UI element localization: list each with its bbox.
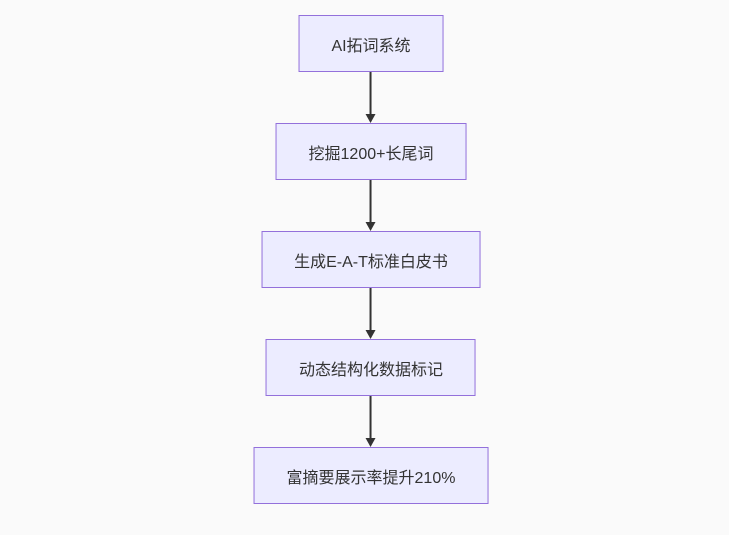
flow-node-label: 富摘要展示率提升210% [286,469,456,487]
flow-node-label: AI拓词系统 [331,37,411,55]
arrow-down-icon [366,396,376,447]
arrow-down-icon [366,180,376,231]
flow-node-rich-snippet-rate: 富摘要展示率提升210% [253,447,489,504]
flow-node-label: 动态结构化数据标记 [298,361,443,379]
flow-node-structured-data-markup: 动态结构化数据标记 [265,339,476,396]
arrow-down-icon [366,288,376,339]
flow-node-ai-word-expansion-system: AI拓词系统 [298,15,444,72]
flow-node-eat-whitepaper: 生成E-A-T标准白皮书 [261,231,481,288]
flow-node-longtail-keywords: 挖掘1200+长尾词 [275,123,467,180]
flowchart: AI拓词系统 挖掘1200+长尾词 生成E-A-T标准白皮书 动态结构化数据标记 [253,15,489,504]
flow-node-label: 生成E-A-T标准白皮书 [294,253,448,271]
flow-node-label: 挖掘1200+长尾词 [308,145,434,163]
arrow-down-icon [366,72,376,123]
